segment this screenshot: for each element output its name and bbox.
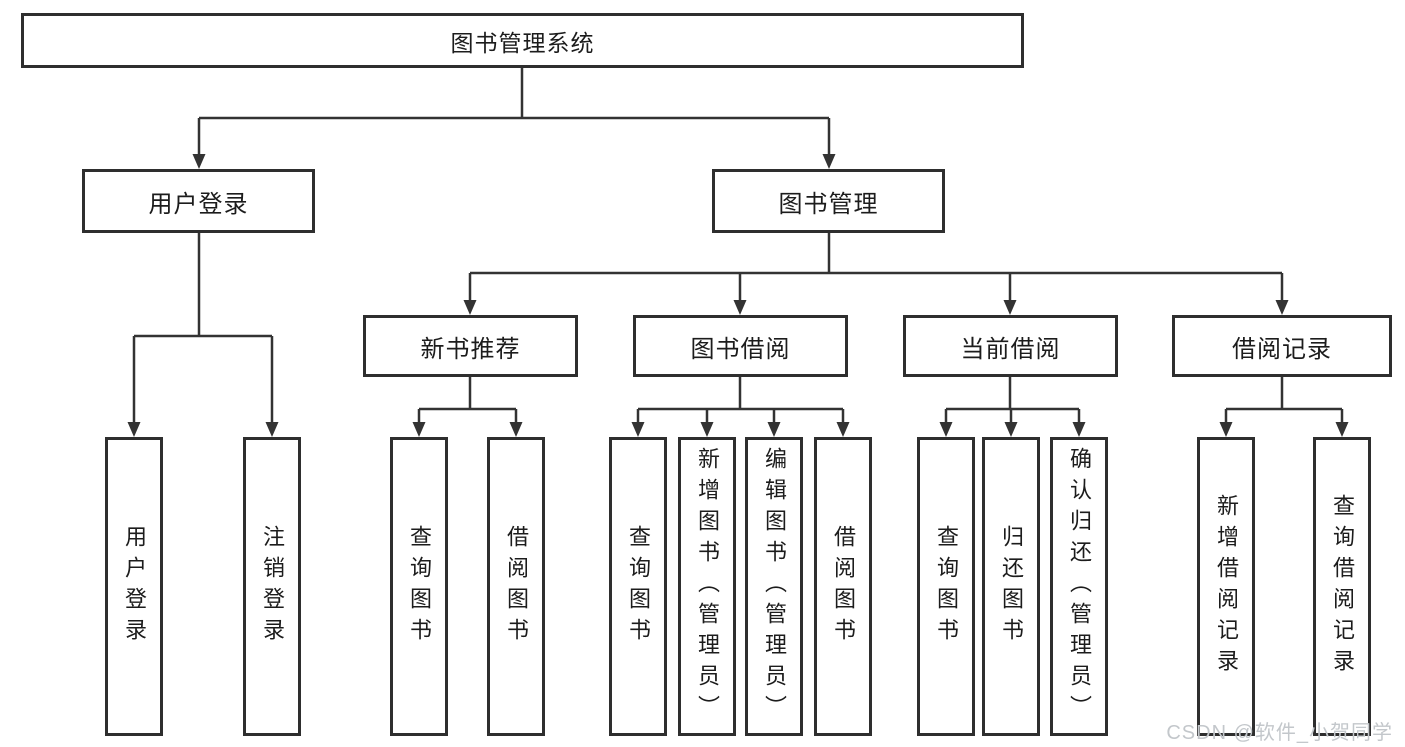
node-book-management: 图书管理 [712,169,945,233]
leaf-query-books-recommendation: 查询图书 [390,437,448,736]
leaf-user-login: 用户登录 [105,437,163,736]
leaf-confirm-return-admin: 确认归还（管理员） [1050,437,1108,736]
leaf-edit-books-admin: 编辑图书（管理员） [745,437,803,736]
csdn-watermark: CSDN @软件_小贺同学 [1166,722,1393,744]
leaf-query-books-current: 查询图书 [917,437,975,736]
node-user-login: 用户登录 [82,169,315,233]
node-current-borrowing: 当前借阅 [903,315,1118,377]
leaf-query-borrowing-record: 查询借阅记录 [1313,437,1371,736]
node-borrowing-records: 借阅记录 [1172,315,1392,377]
leaf-borrow-books-recommendation: 借阅图书 [487,437,545,736]
leaf-logout: 注销登录 [243,437,301,736]
node-library-management-system: 图书管理系统 [21,13,1024,68]
node-new-book-recommendation: 新书推荐 [363,315,578,377]
leaf-return-books: 归还图书 [982,437,1040,736]
leaf-query-books-borrowing: 查询图书 [609,437,667,736]
leaf-add-borrowing-record: 新增借阅记录 [1197,437,1255,736]
node-book-borrowing: 图书借阅 [633,315,848,377]
leaf-add-books-admin: 新增图书（管理员） [678,437,736,736]
leaf-borrow-books: 借阅图书 [814,437,872,736]
connector-path [132,68,1344,423]
